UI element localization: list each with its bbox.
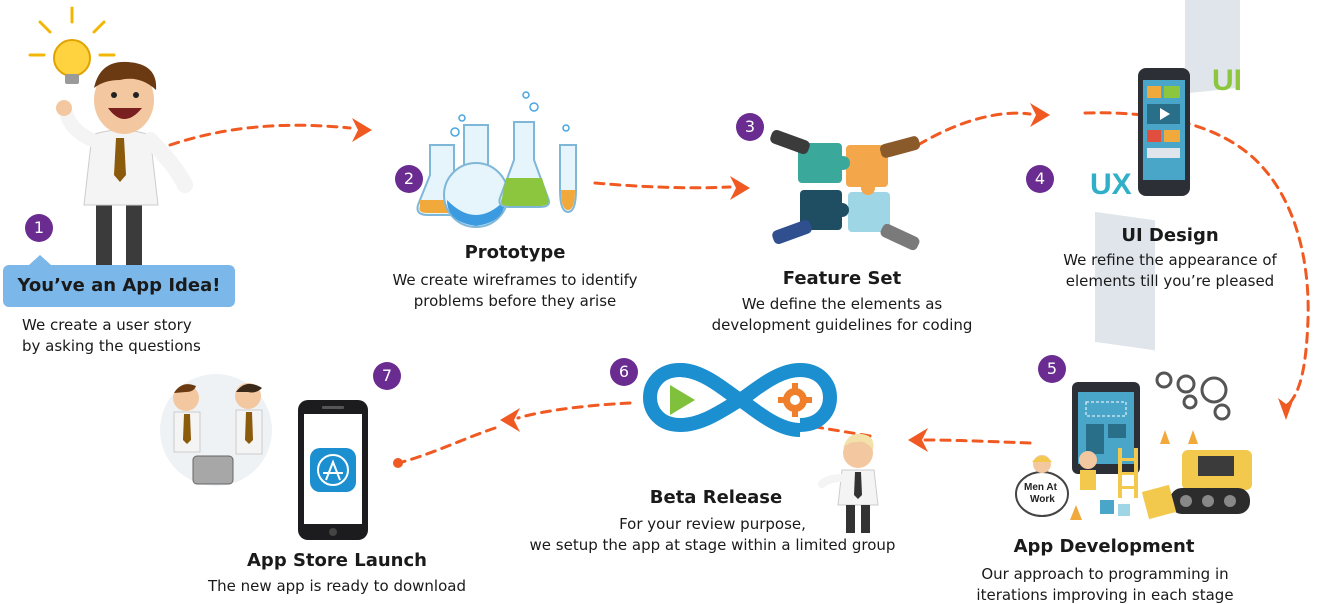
step-1-desc-line1: We create a user story xyxy=(22,316,192,334)
step-3-desc-line1: We define the elements as xyxy=(741,295,943,313)
men-at-work-sign-line2: Work xyxy=(1030,494,1055,505)
step-4-badge: 4 xyxy=(1026,165,1054,193)
ui-label: UI xyxy=(1212,64,1242,97)
step-5-desc-line1: Our approach to programming in xyxy=(981,565,1229,583)
step-1-title: You’ve an App Idea! xyxy=(3,255,235,307)
step-7-desc-line1: The new app is ready to download xyxy=(208,577,466,595)
step-6-desc-line1: For your review purpose, xyxy=(619,515,806,533)
step-2-badge: 2 xyxy=(395,165,423,193)
lightbulb-icon xyxy=(28,6,116,84)
step-5-badge: 5 xyxy=(1038,355,1066,383)
step-1-desc-line2: by asking the questions xyxy=(22,337,201,355)
step-3-badge: 3 xyxy=(736,113,764,141)
men-at-work-sign-line1: Men At xyxy=(1024,482,1057,493)
step-6-desc-line2: we setup the app at stage within a limit… xyxy=(529,536,896,554)
step-3-title: Feature Set xyxy=(782,268,902,289)
step-3-desc-line2: development guidelines for coding xyxy=(711,316,973,334)
step-2-title: Prototype xyxy=(464,242,566,263)
ux-label: UX xyxy=(1090,168,1132,201)
step-6-title: Beta Release xyxy=(649,487,783,508)
step-5-desc-line2: iterations improving in each stage xyxy=(976,586,1234,604)
step-7-badge: 7 xyxy=(373,362,401,390)
step-4-title: UI Design xyxy=(1121,225,1219,246)
step-4-desc-line1: We refine the appearance of xyxy=(1063,251,1277,269)
step-6-badge: 6 xyxy=(610,358,638,386)
idea-character-illustration xyxy=(28,6,193,278)
step-7-title: App Store Launch xyxy=(247,550,427,571)
step-5-title: App Development xyxy=(1013,536,1195,557)
step-1-badge: 1 xyxy=(25,214,53,242)
step-4-desc-line2: elements till you’re pleased xyxy=(1065,272,1275,290)
step-2-desc-line1: We create wireframes to identify xyxy=(392,271,638,289)
step-2-desc-line2: problems before they arise xyxy=(413,292,617,310)
